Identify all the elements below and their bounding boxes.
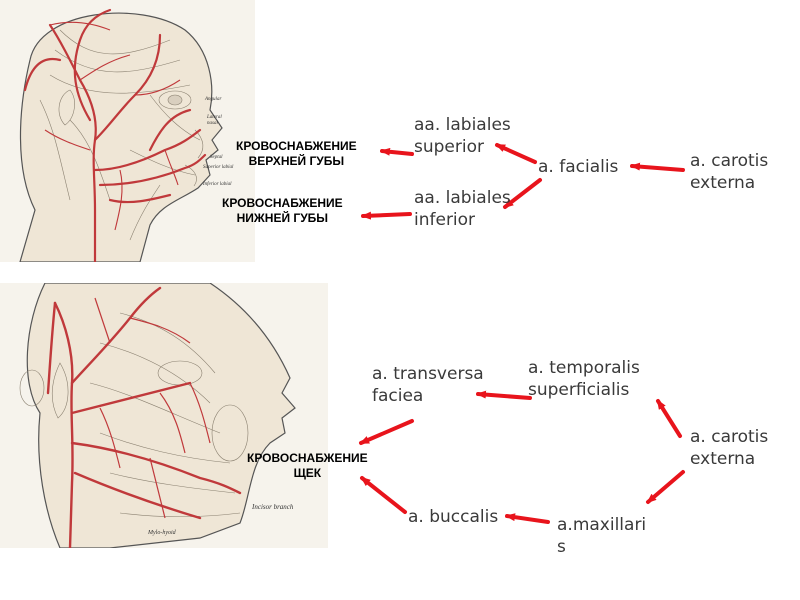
- arrow-transversa-to-cheeks: [359, 419, 414, 445]
- face-arteries-drawing: Incisor branch Mylo-hyoid: [0, 283, 328, 548]
- caption-upper-lip: КРОВОСНАБЖЕНИЕ ВЕРХНЕЙ ГУБЫ: [236, 139, 357, 168]
- label-temporalis-superficialis: a. temporalis superficialis: [528, 358, 640, 400]
- head-arteries-drawing: Angular Lateral nasal Septal Superior la…: [0, 0, 255, 262]
- label-incisor-branch: Incisor branch: [251, 503, 294, 511]
- arrow-labiales-superior-to-upper-lip: [380, 147, 414, 156]
- label-angular: Angular: [204, 97, 221, 102]
- label-lateral: Lateral: [206, 115, 222, 120]
- caption-cheeks: КРОВОСНАБЖЕНИЕ ЩЕК: [247, 451, 368, 480]
- label-facialis: a. facialis: [538, 157, 619, 177]
- label-superior-labial: Superior labial: [203, 165, 234, 170]
- arrow-labiales-inferior-to-lower-lip: [361, 211, 412, 220]
- arrow-temporalis-to-transversa: [476, 390, 532, 400]
- label-labiales-inferior: aa. labiales inferior: [414, 188, 511, 230]
- label-bottom-carotis-externa: a. carotis externa: [690, 427, 769, 469]
- arrow-carotis-to-temporalis: [656, 399, 682, 438]
- head-arteries-illustration: Angular Lateral nasal Septal Superior la…: [0, 0, 255, 262]
- label-buccalis: a. buccalis: [408, 507, 499, 527]
- arrow-buccalis-to-cheeks: [360, 476, 407, 514]
- label-top-carotis-externa: a. carotis externa: [690, 151, 769, 193]
- arrow-maxillaris-to-buccalis: [505, 513, 550, 524]
- label-nasal: nasal: [207, 121, 218, 126]
- label-labiales-superior: aa. labiales superior: [414, 115, 511, 157]
- face-arteries-illustration: Incisor branch Mylo-hyoid: [0, 283, 328, 548]
- arrow-carotis-to-facialis: [630, 162, 685, 172]
- arrow-carotis-to-maxillaris: [646, 470, 685, 504]
- label-transversa-faciea: a. transversa faciea: [372, 364, 484, 406]
- caption-lower-lip: КРОВОСНАБЖЕНИЕ НИЖНЕЙ ГУБЫ: [222, 196, 343, 225]
- label-maxillaris: a.maxillari s: [557, 515, 647, 557]
- arrow-facialis-to-labiales-superior: [495, 143, 537, 164]
- label-mylo-hyoid: Mylo-hyoid: [147, 530, 177, 536]
- arrow-facialis-to-labiales-inferior: [503, 178, 542, 209]
- label-inferior-labial: Inferior labial: [202, 182, 232, 187]
- label-septal: Septal: [210, 155, 223, 160]
